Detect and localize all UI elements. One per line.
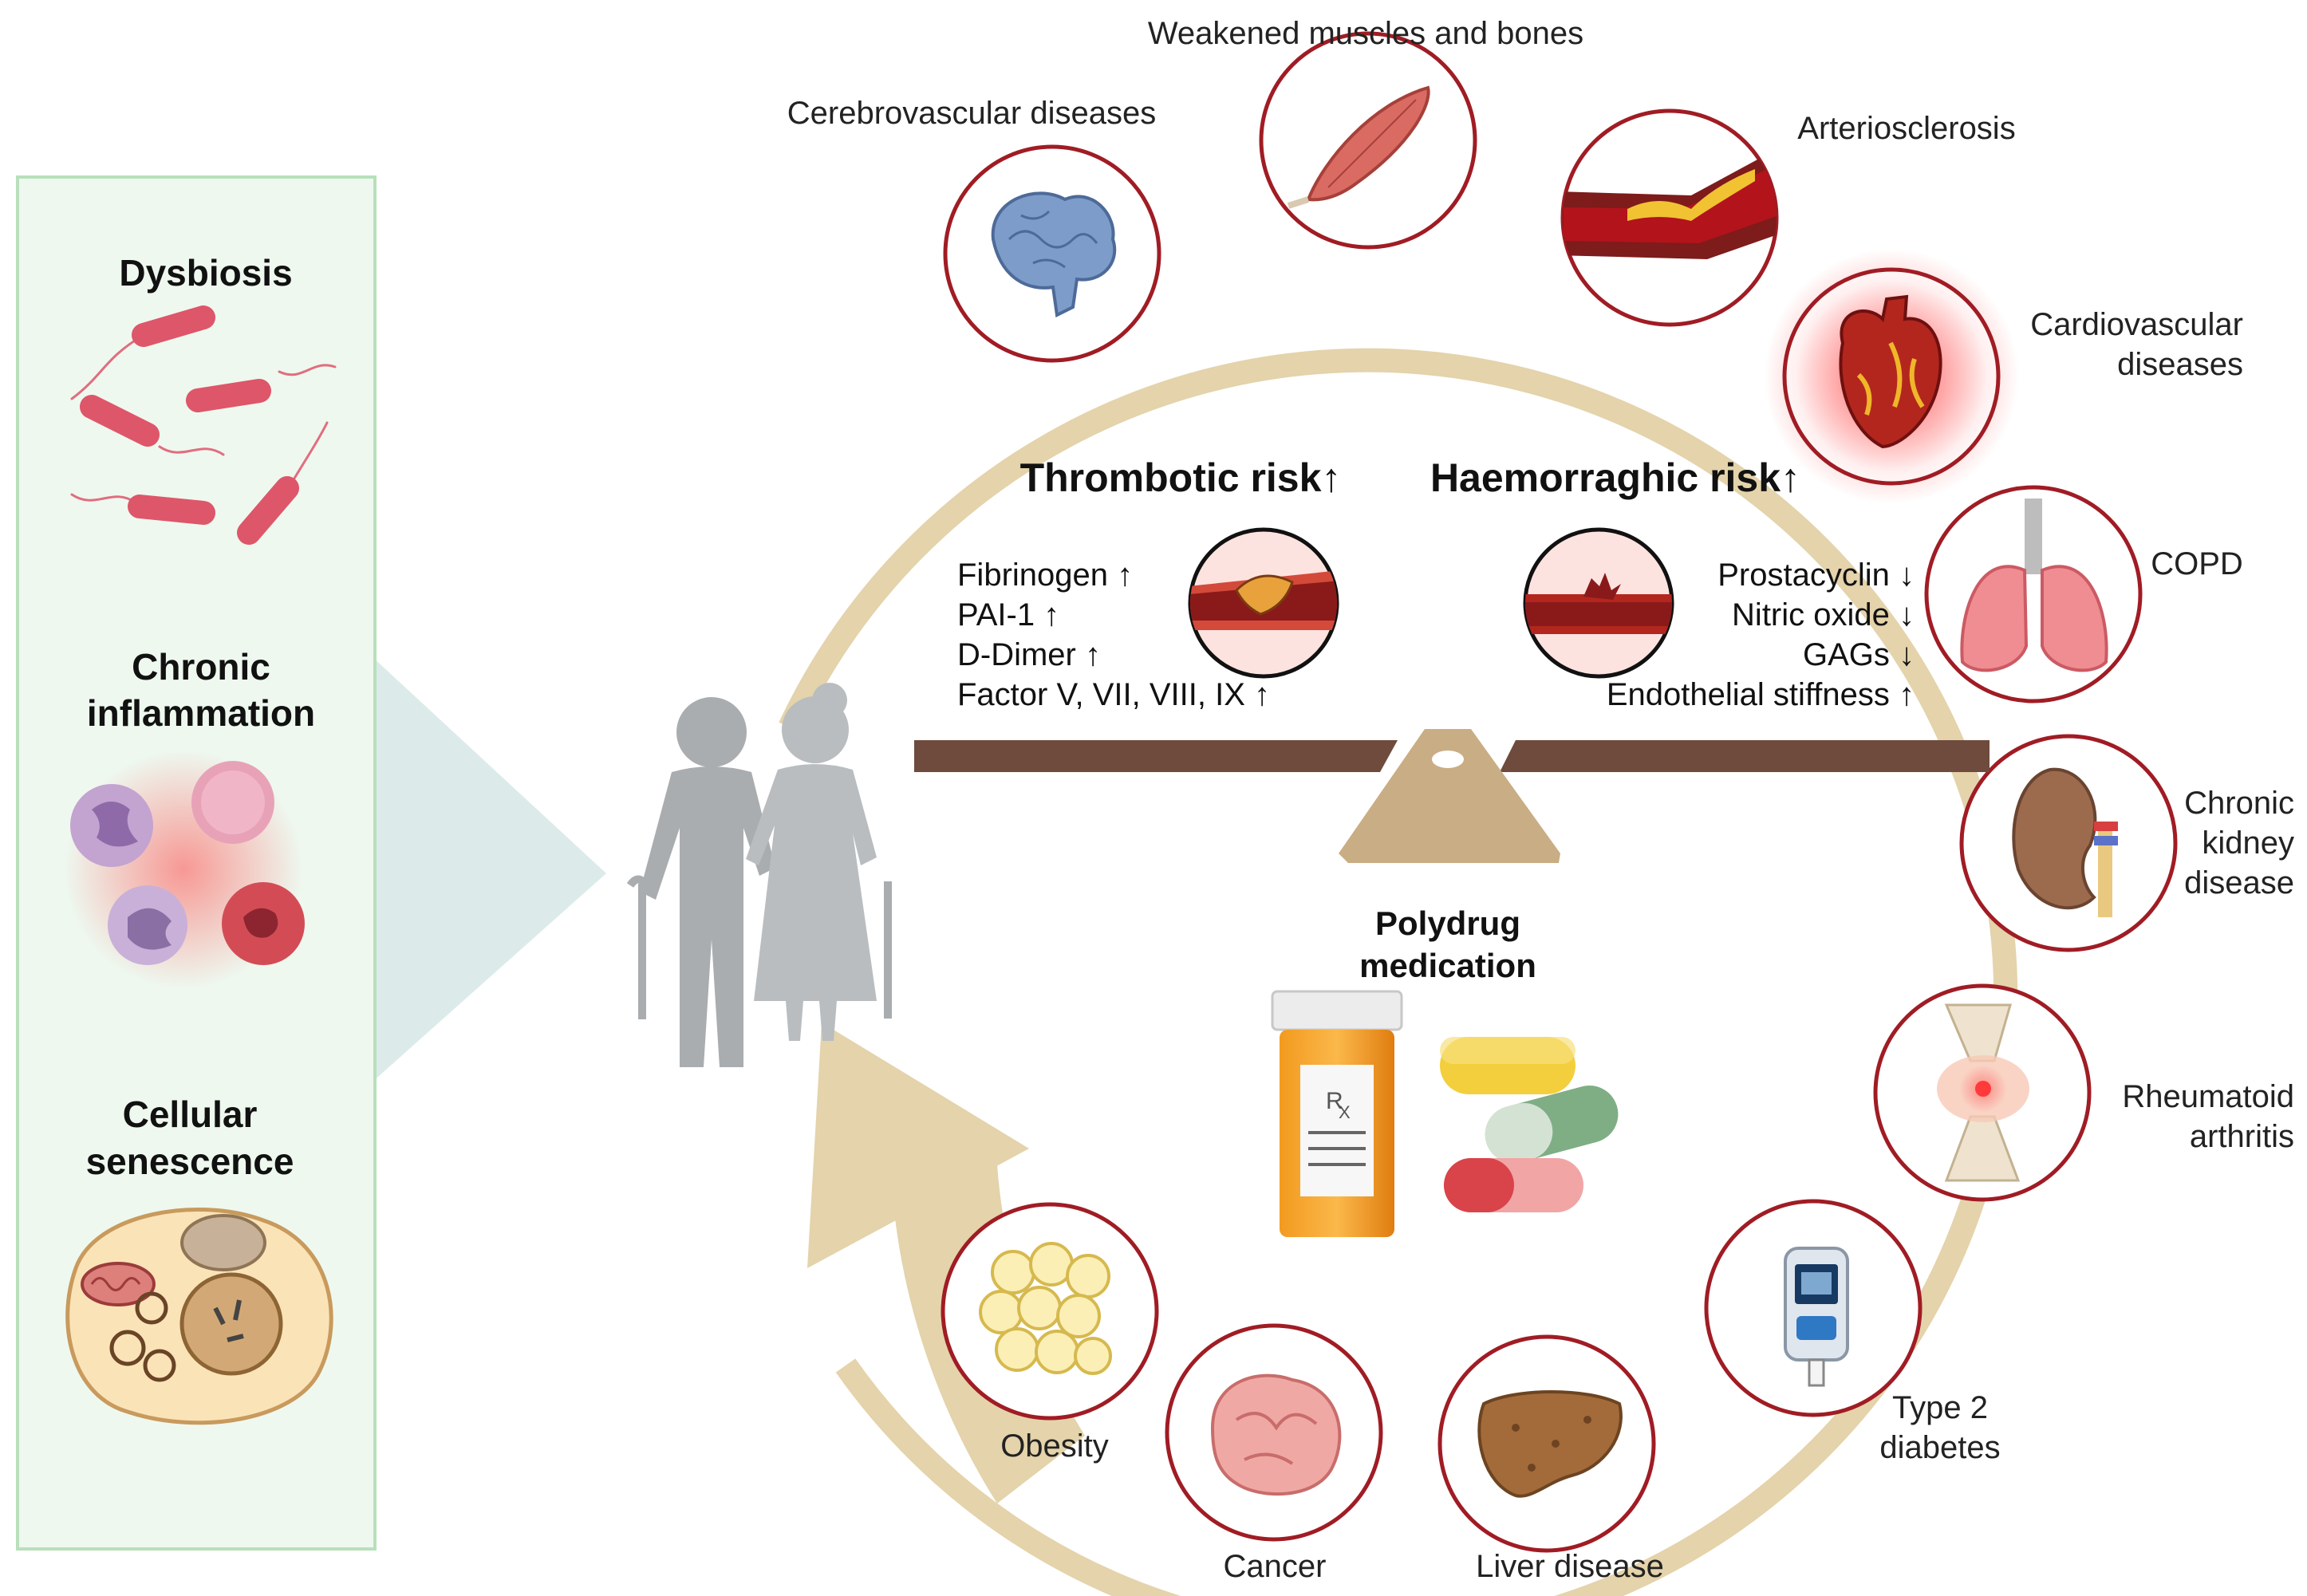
condition-label-3: disease (2184, 865, 2294, 900)
knee-joint-icon (1937, 1003, 2029, 1182)
polydrug-label-2: medication (1359, 947, 1536, 984)
thrombotic-marker: Factor V, VII, VIII, IX ↑ (957, 677, 1270, 712)
haemorrhagic-marker: GAGs ↓ (1803, 637, 1915, 672)
thrombotic-marker: PAI-1 ↑ (957, 597, 1059, 632)
elderly-couple-icon (626, 683, 892, 1067)
liver-icon (1477, 1390, 1623, 1498)
lungs-icon (1960, 499, 2108, 672)
risk-balance: Thrombotic risk↑ Haemorraghic risk↑ Fibr… (914, 455, 1990, 863)
dysbiosis-label: Dysbiosis (119, 252, 292, 294)
condition-label-1: Chronic (2184, 786, 2294, 821)
thrombotic-title: Thrombotic risk↑ (1020, 455, 1342, 500)
condition-label: Cerebrovascular diseases (787, 96, 1156, 131)
haemorrhage-vessel-icon (1523, 527, 1674, 679)
cycle-arrowhead (807, 1023, 1029, 1268)
condition-label: Liver disease (1476, 1549, 1664, 1584)
condition-cancer: Cancer (1165, 1323, 1383, 1584)
condition-label-2: diseases (2117, 347, 2243, 382)
condition-label: Weakened muscles and bones (1148, 16, 1583, 51)
rx-symbol: R (1326, 1088, 1343, 1114)
condition-label-1: Type 2 (1892, 1390, 1988, 1425)
condition-obesity: Obesity (941, 1202, 1159, 1464)
kidney-icon (2012, 767, 2118, 917)
risk-factors-panel: Dysbiosis Chronic inflammation (16, 175, 606, 1551)
condition-label-2: diabetes (1879, 1430, 2000, 1465)
yellow-capsule-icon (1440, 1037, 1575, 1094)
condition-arteriosclerosis: Arteriosclerosis (1560, 108, 2016, 327)
condition-label: Arteriosclerosis (1797, 111, 2015, 146)
capsules-icon (1440, 1037, 1619, 1212)
condition-label: Cancer (1224, 1549, 1327, 1584)
condition-label-2: kidney (2202, 826, 2294, 861)
bacteria-icon (70, 305, 337, 545)
condition-label: Obesity (1000, 1429, 1109, 1464)
red-capsule-icon (1444, 1158, 1583, 1212)
condition-weakened-muscles: Weakened muscles and bones (1148, 16, 1583, 250)
haemorrhagic-markers: Prostacyclin ↓ Nitric oxide ↓ GAGs ↓ End… (1607, 558, 1915, 712)
muscle-icon (1287, 85, 1430, 209)
thrombotic-marker: D-Dimer ↑ (957, 637, 1101, 672)
chronic-inflammation-label-1: Chronic (132, 646, 270, 688)
adipocytes-icon (979, 1242, 1112, 1375)
thrombus-vessel-icon (1188, 527, 1339, 679)
cellular-senescence-label-2: senescence (86, 1141, 294, 1182)
chronic-inflammation-label-2: inflammation (87, 692, 315, 734)
condition-rheumatoid-arthritis: Rheumatoid arthritis (1873, 983, 2294, 1202)
rx-symbol-sub: X (1339, 1102, 1351, 1122)
polydrug-medication: Polydrug medication R X (1271, 904, 1619, 1237)
pill-bottle-icon: R X (1271, 990, 1403, 1237)
condition-label: COPD (2151, 546, 2243, 581)
brain-icon (991, 191, 1117, 318)
cellular-senescence-label-1: Cellular (123, 1094, 258, 1135)
scale-beam-left (914, 740, 1398, 772)
condition-label-1: Cardiovascular (2030, 307, 2243, 342)
funnel-arrow (371, 656, 606, 1083)
scale-beam-right (1500, 740, 1990, 772)
condition-type2-diabetes: Type 2 diabetes (1704, 1199, 2001, 1465)
tumor-icon (1210, 1373, 1342, 1496)
scale-fulcrum (1339, 729, 1560, 863)
senescent-cell-icon (65, 1208, 333, 1425)
polydrug-label-1: Polydrug (1375, 904, 1520, 942)
haemorrhagic-marker: Nitric oxide ↓ (1732, 597, 1915, 632)
thrombotic-marker: Fibrinogen ↑ (957, 558, 1133, 593)
immune-cells-icon (64, 750, 305, 989)
haemorrhagic-marker: Prostacyclin ↓ (1717, 558, 1915, 593)
condition-ckd: Chronic kidney disease (1959, 734, 2294, 952)
glucometer-icon (1784, 1247, 1849, 1387)
haemorrhagic-marker: Endothelial stiffness ↑ (1607, 677, 1915, 712)
thrombotic-markers: Fibrinogen ↑ PAI-1 ↑ D-Dimer ↑ Factor V,… (957, 558, 1270, 712)
artery-plaque-icon (1563, 144, 1777, 259)
condition-label-2: arthritis (2190, 1119, 2294, 1154)
heart-icon (1839, 294, 1942, 449)
green-capsule-icon (1485, 1085, 1619, 1164)
condition-liver-disease: Liver disease (1437, 1334, 1664, 1584)
haemorrhagic-title: Haemorraghic risk↑ (1430, 455, 1800, 500)
condition-cardiovascular: Cardiovascular diseases (1764, 249, 2243, 504)
condition-cerebrovascular: Cerebrovascular diseases (787, 96, 1161, 363)
condition-label-1: Rheumatoid (2122, 1079, 2294, 1114)
condition-copd: COPD (1924, 485, 2243, 703)
